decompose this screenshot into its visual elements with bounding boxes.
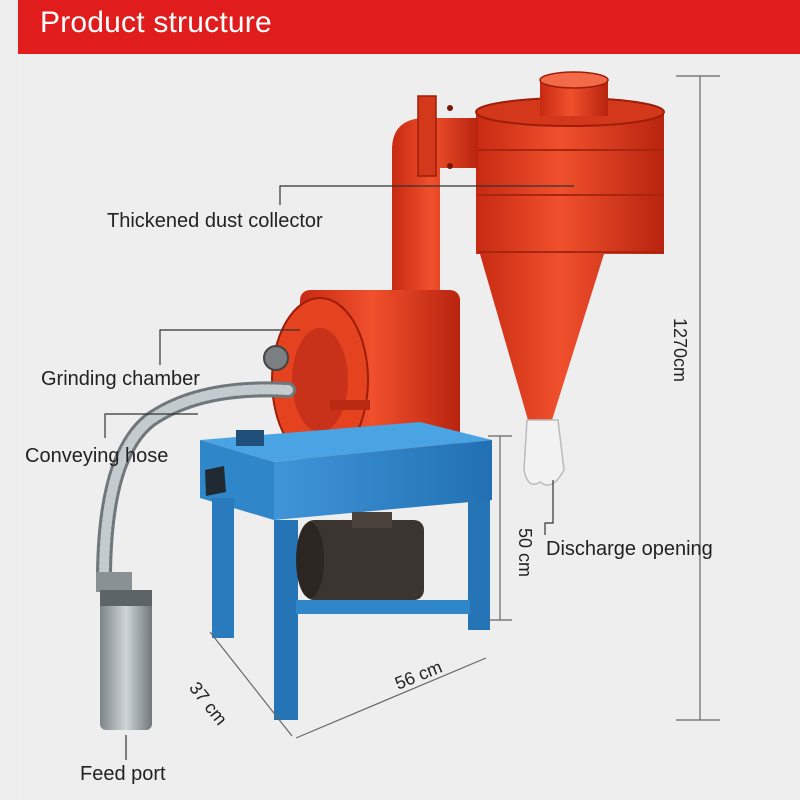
page-title: Product structure — [40, 6, 272, 39]
connecting-pipe — [392, 95, 478, 300]
blue-frame — [200, 422, 492, 720]
motor — [296, 512, 424, 600]
leader-lines — [104, 185, 574, 760]
cyclone-collector — [475, 71, 665, 420]
dimension-height-total: 1270cm — [670, 318, 690, 383]
header-banner: Product structure — [18, 0, 800, 54]
dimension-lines — [209, 75, 720, 739]
feed-port-tube — [96, 572, 152, 730]
leader-dust-collector — [279, 185, 574, 205]
leader-discharge-opening — [544, 480, 554, 535]
label-discharge-opening: Discharge opening — [546, 538, 713, 560]
dimension-frame-height: 50 cm — [515, 528, 535, 578]
leader-grinding-chamber — [159, 329, 300, 365]
conveying-hose — [96, 381, 296, 583]
label-feed-port: Feed port — [80, 763, 166, 785]
label-dust-collector: Thickened dust collector — [107, 210, 323, 232]
label-grinding-chamber: Grinding chamber — [41, 368, 200, 390]
discharge-bag — [523, 419, 565, 486]
label-conveying-hose: Conveying hose — [25, 445, 169, 467]
leader-conveying-hose — [104, 413, 198, 438]
